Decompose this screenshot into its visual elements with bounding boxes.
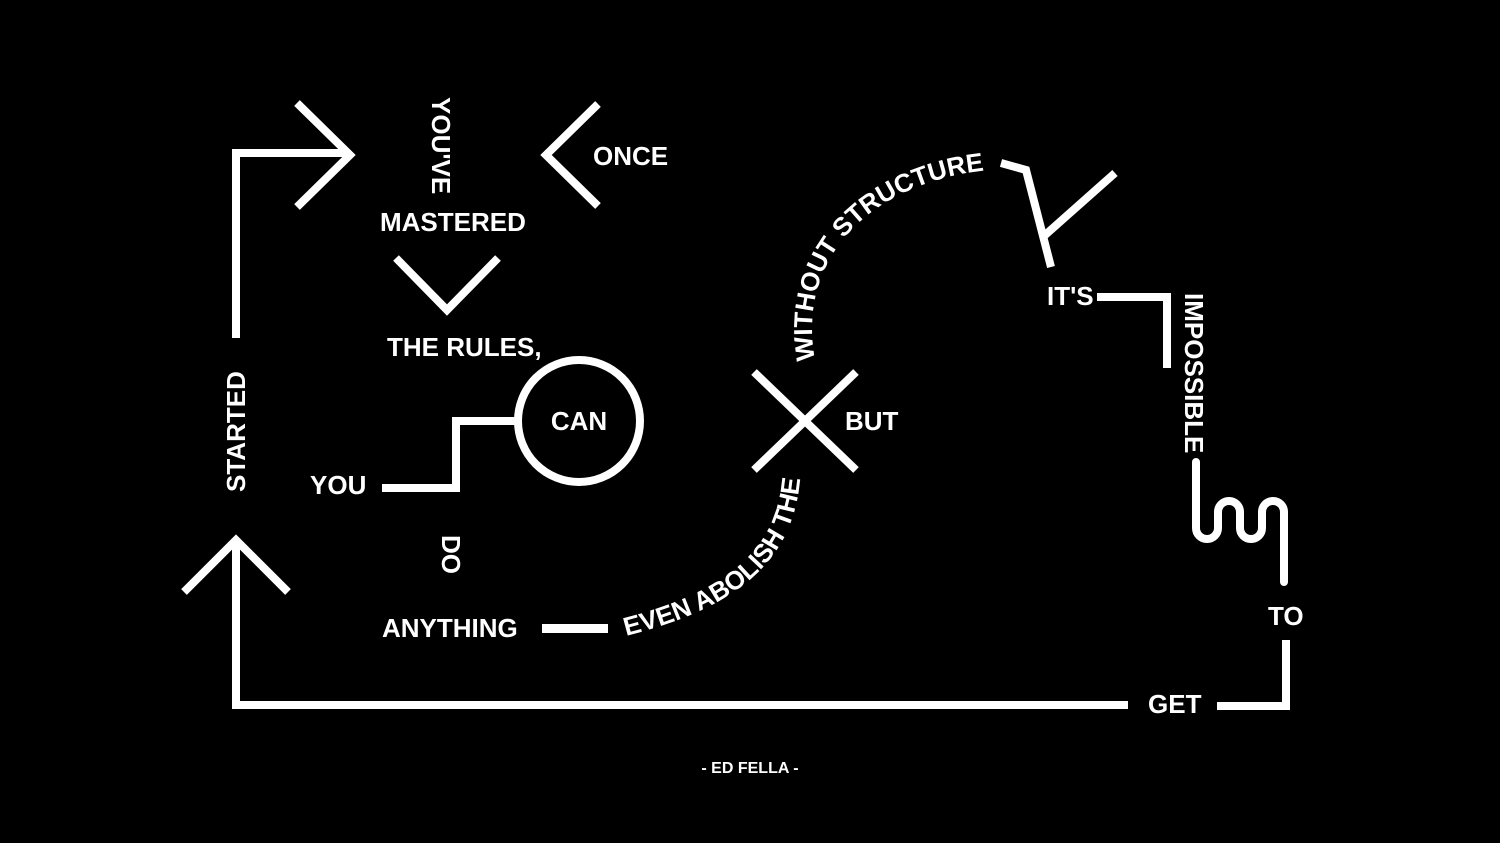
right-arrow-icon [294,100,356,210]
a-shape-leg [999,159,1055,268]
word-once: ONCE [593,141,668,171]
word-the-rules: THE RULES, [387,332,542,362]
credit-ed-fella: - ED FELLA - [701,760,798,777]
word-to: TO [1268,601,1304,631]
up-arrow-icon [181,534,291,595]
word-get: GET [1148,689,1202,719]
step-line [382,417,518,492]
word-its: IT'S [1047,281,1094,311]
word-do: DO [436,535,466,574]
path-line-top-left [232,149,345,338]
corner-line-right [1097,293,1171,368]
word-mastered: MASTERED [380,207,526,237]
word-can: CAN [551,406,607,436]
a-shape-diagonal [1041,170,1118,239]
word-started: STARTED [221,371,251,492]
word-youve: YOU'VE [426,97,456,194]
word-impossible: IMPOSSIBLE [1179,293,1209,453]
x-mark-line-2 [751,369,859,473]
word-anything: ANYTHING [382,613,518,643]
left-chevron-icon [540,101,601,209]
path-line-bottom [232,545,1128,709]
squiggle-line [1192,458,1288,586]
down-chevron-icon [393,255,501,316]
corner-line-bottom-right [1217,640,1290,710]
dash-shape [542,624,608,633]
word-but: BUT [845,406,899,436]
word-you: YOU [310,470,366,500]
